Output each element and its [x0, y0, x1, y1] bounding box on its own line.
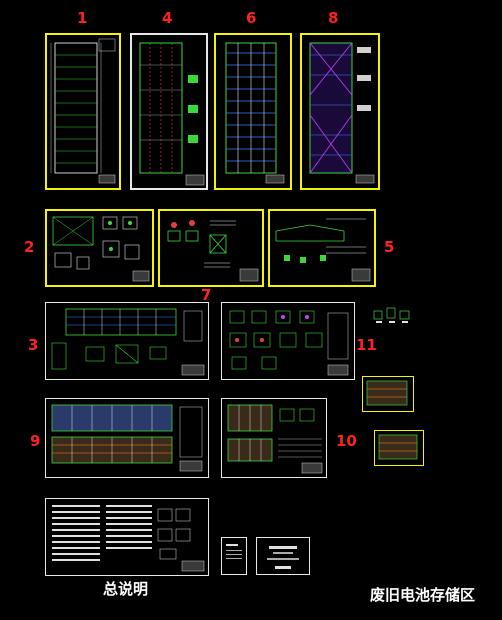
sheet-7[interactable]	[158, 209, 264, 287]
cover-sheet-small-drawing	[226, 544, 242, 559]
cover-sheet[interactable]	[256, 537, 310, 575]
sheet-number-5: 5	[384, 238, 395, 256]
sheet-5[interactable]	[268, 209, 376, 287]
sheet-number-9: 9	[30, 432, 41, 450]
sheet-number-6: 6	[246, 9, 257, 27]
sheet-10-elevation-drawing	[227, 404, 323, 474]
sheet-1-plan-drawing	[50, 38, 116, 184]
sheet-7-details-drawing	[167, 220, 259, 282]
sheet-11[interactable]	[221, 302, 355, 380]
sheet-4-plan-drawing	[139, 42, 205, 186]
small-sheet-a[interactable]	[362, 376, 414, 412]
cover-sheet-small[interactable]	[221, 537, 247, 575]
small-sheet-b-drawing	[378, 434, 418, 460]
sheet-2[interactable]	[45, 209, 154, 287]
sheet-number-3: 3	[28, 336, 39, 354]
sheet-number-7: 7	[201, 286, 212, 304]
sheet-3[interactable]	[45, 302, 209, 380]
sheet-8-purlin-plan-drawing	[309, 42, 375, 184]
sheet-9-elevation-drawing	[51, 404, 203, 472]
small-sheet-b[interactable]	[374, 430, 424, 466]
sheet-general-notes[interactable]	[45, 498, 209, 576]
sheet-number-4: 4	[162, 9, 173, 27]
sheet-number-8: 8	[328, 9, 339, 27]
sheet-6-roof-plan-drawing	[225, 42, 285, 184]
sheet-10[interactable]	[221, 398, 327, 478]
sheet-number-10: 10	[336, 432, 357, 450]
small-sheet-a-drawing	[366, 380, 408, 406]
sheet-5-frame-details-drawing	[275, 218, 371, 282]
sheet-number-1: 1	[77, 9, 88, 27]
sheet-1[interactable]	[45, 33, 121, 190]
sheet-4[interactable]	[130, 33, 208, 190]
general-notes-text-block	[52, 505, 205, 572]
sheet-9[interactable]	[45, 398, 209, 478]
project-title-caption: 废旧电池存储区	[370, 586, 476, 604]
sheet-8[interactable]	[300, 33, 380, 190]
sheet-3-elevation-drawing	[51, 308, 205, 376]
sheet-11-connection-details-drawing	[229, 310, 349, 376]
general-notes-caption: 总说明	[103, 580, 149, 598]
cover-sheet-drawing	[267, 546, 299, 569]
sheet-number-11: 11	[356, 336, 377, 354]
sheet-6[interactable]	[214, 33, 292, 190]
sheet-number-2: 2	[24, 238, 35, 256]
detail-cluster	[372, 305, 414, 327]
sheet-2-details-drawing	[52, 216, 150, 282]
